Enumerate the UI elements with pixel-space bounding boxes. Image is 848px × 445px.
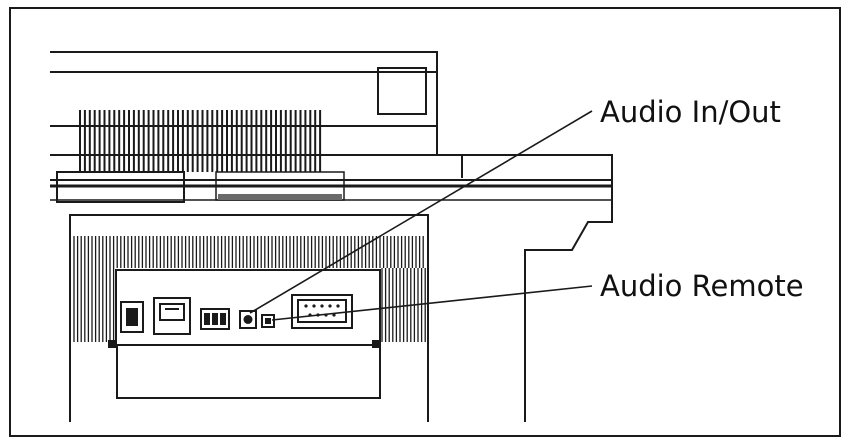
connector-panel: [108, 269, 381, 348]
cooling-fins: [79, 110, 322, 172]
audio-in-out-label: Audio In/Out: [600, 95, 781, 129]
audio-in-out-leader: [249, 110, 593, 314]
audio-in-out-jack: [239, 310, 257, 329]
audio-remote-jack: [261, 314, 275, 328]
housing-window: [377, 67, 427, 115]
network-port: [153, 297, 191, 335]
chassis-hatching: [73, 236, 426, 342]
lower-chassis: [69, 214, 429, 422]
audio-remote-leader: [271, 285, 593, 321]
diagram-border: [9, 7, 841, 437]
base-rail: [50, 171, 612, 203]
terminal-block: [200, 308, 230, 330]
audio-remote-label: Audio Remote: [600, 269, 804, 303]
power-jack: [120, 301, 144, 333]
side-bracket: [437, 154, 613, 422]
